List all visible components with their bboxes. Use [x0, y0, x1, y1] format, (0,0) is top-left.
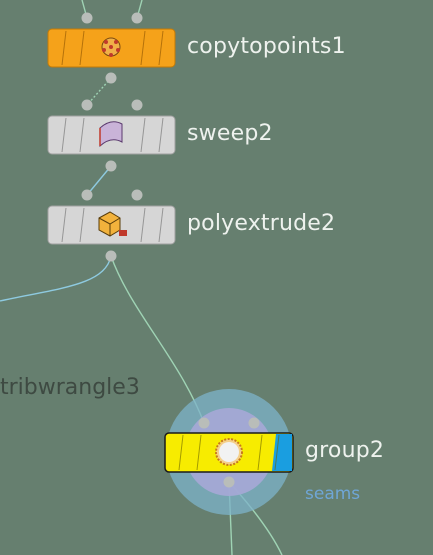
node-stripes — [178, 434, 280, 471]
output-connector[interactable] — [223, 476, 235, 488]
node-label-polyextrude2: polyextrude2 — [187, 211, 336, 236]
polyextrude-icon — [98, 211, 127, 237]
input-connector[interactable] — [81, 99, 93, 111]
display-flag[interactable] — [272, 434, 292, 471]
node-copytopoints1[interactable] — [47, 12, 176, 84]
input-connector[interactable] — [248, 417, 260, 429]
node-group2[interactable] — [164, 389, 294, 515]
node-sublabel-group2: seams — [305, 484, 361, 504]
node-stripes — [61, 117, 164, 153]
input-connector[interactable] — [131, 189, 143, 201]
input-connector[interactable] — [131, 99, 143, 111]
input-connector[interactable] — [198, 417, 210, 429]
node-sweep2[interactable] — [47, 99, 176, 172]
input-connector[interactable] — [81, 12, 93, 24]
output-connector[interactable] — [105, 72, 117, 84]
node-label-copytopoints1: copytopoints1 — [187, 34, 346, 59]
node-polyextrude2[interactable] — [47, 189, 176, 262]
group-icon — [215, 438, 243, 466]
input-connector[interactable] — [131, 12, 143, 24]
output-connector[interactable] — [105, 160, 117, 172]
node-label-group2: group2 — [305, 438, 385, 463]
sweep-icon — [99, 121, 123, 148]
wire-sweep-to-polyextrude — [86, 165, 112, 196]
node-stripes — [61, 207, 164, 243]
copy-to-points-icon — [101, 37, 121, 57]
wire-polyextrude-to-offscreen — [0, 255, 112, 302]
node-label-sweep2: sweep2 — [187, 121, 273, 146]
offscreen-node-label: tribwrangle3 — [0, 375, 140, 400]
node-stripes — [61, 30, 164, 66]
output-connector[interactable] — [105, 250, 117, 262]
input-connector[interactable] — [81, 189, 93, 201]
